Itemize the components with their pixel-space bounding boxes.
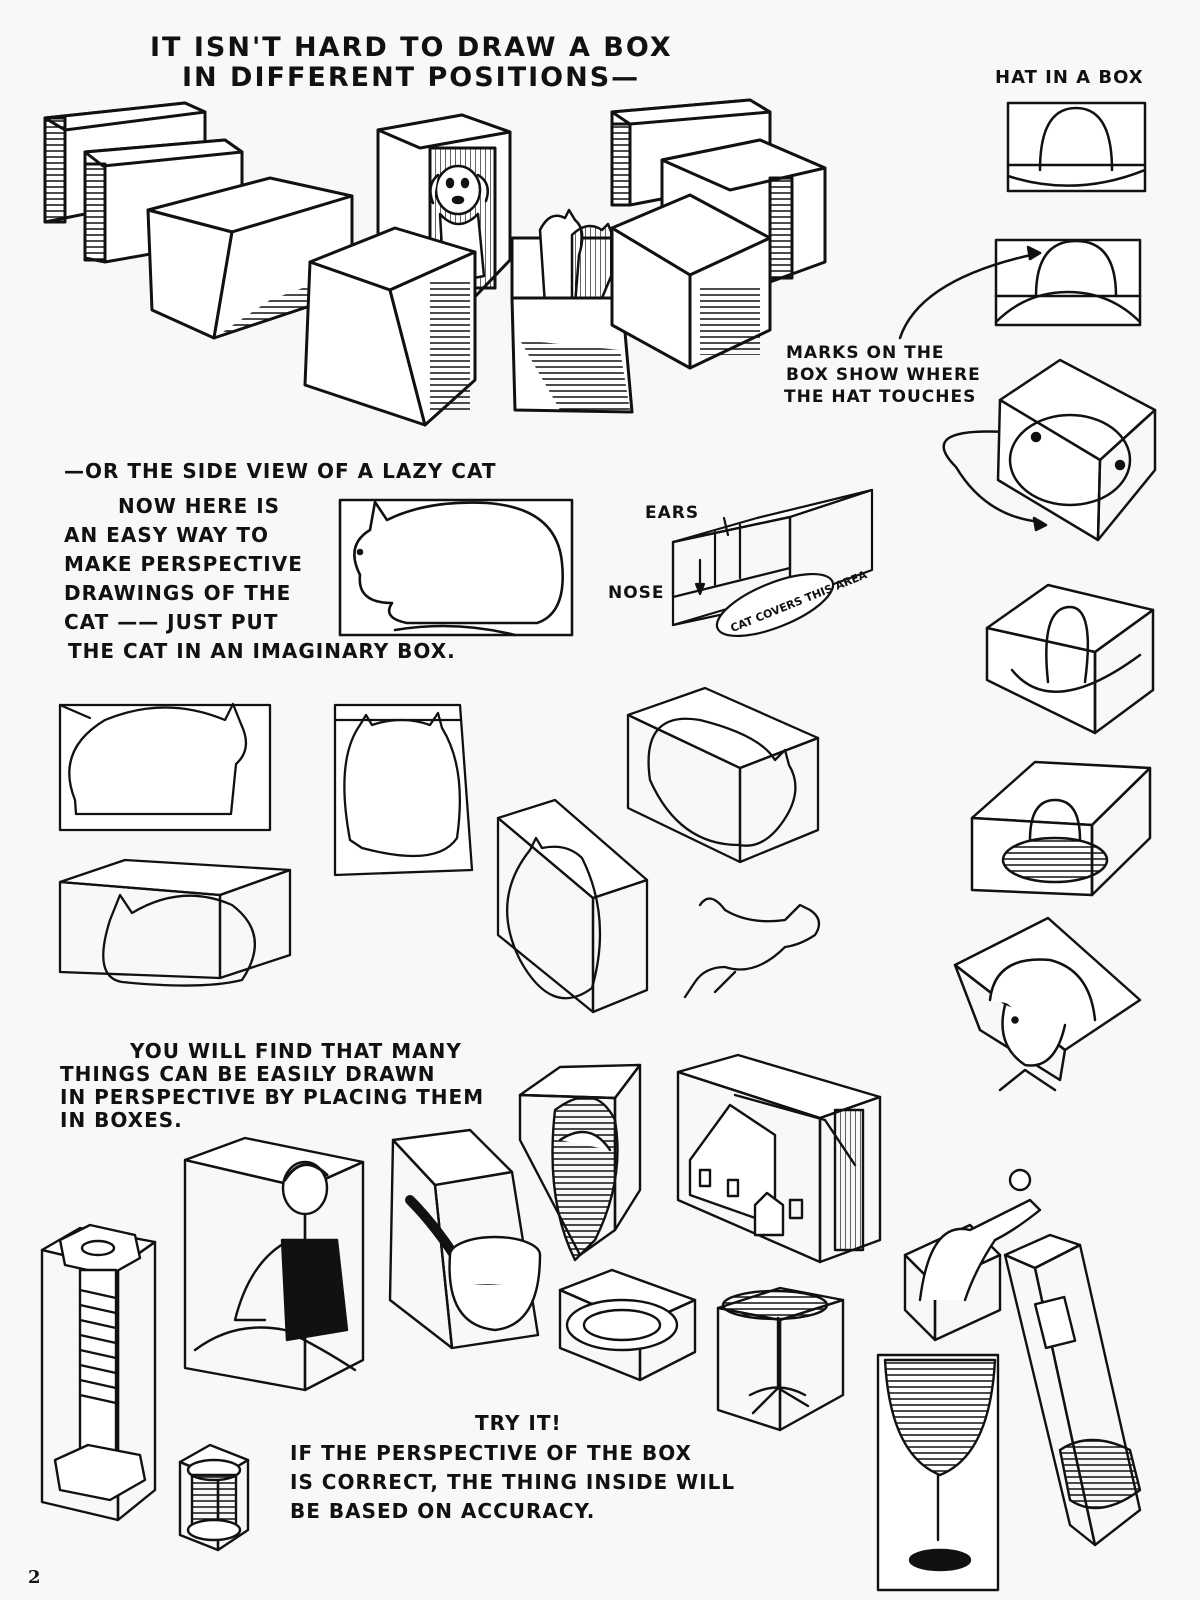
- jumping-cat: [683, 897, 821, 999]
- cat-paragraph-line-4: DRAWINGS OF THE: [64, 581, 292, 605]
- kittens-drawing: [538, 208, 618, 307]
- page-number: 2: [28, 1567, 41, 1588]
- cat-area-box: [671, 488, 874, 638]
- hat-marks-line-2: BOX SHOW WHERE: [786, 365, 981, 385]
- boxes-paragraph-line-1: YOU WILL FIND THAT MANY: [130, 1039, 462, 1063]
- cat-paragraph-line-2: AN EASY WAY TO: [64, 523, 269, 547]
- cat-side-view: [338, 498, 574, 637]
- page-title-line-1: IT ISN'T HARD TO DRAW A BOX: [150, 32, 673, 63]
- cat-paragraph-line-3: MAKE PERSPECTIVE: [64, 552, 303, 576]
- hat-heading: HAT IN A BOX: [995, 67, 1144, 88]
- box-group-top: [43, 98, 827, 427]
- page-title-line-2: IN DIFFERENT POSITIONS—: [182, 62, 641, 93]
- hat-marks-line-1: MARKS ON THE: [786, 343, 945, 363]
- conclusion-line-3: BE BASED ON ACCURACY.: [290, 1499, 596, 1523]
- ears-label: EARS: [645, 503, 700, 523]
- hat-marks-line-3: THE HAT TOUCHES: [784, 387, 977, 407]
- bolt-drawing: [53, 1223, 147, 1502]
- cat-side-view-caption: —OR THE SIDE VIEW OF A LAZY CAT: [64, 459, 497, 483]
- cat-paragraph-line-1: NOW HERE IS: [118, 494, 281, 518]
- nose-label: NOSE: [608, 583, 665, 603]
- hat-boxes: [898, 101, 1157, 1092]
- boxes-paragraph-line-4: IN BOXES.: [60, 1108, 183, 1132]
- try-it-label: TRY IT!: [475, 1411, 562, 1435]
- woman-drawing: [193, 1160, 357, 1372]
- conclusion-line-1: IF THE PERSPECTIVE OF THE BOX: [290, 1441, 692, 1465]
- conclusion-line-2: IS CORRECT, THE THING INSIDE WILL: [290, 1470, 736, 1494]
- cats-in-boxes: [58, 686, 821, 1014]
- cat-paragraph-line-6: THE CAT IN AN IMAGINARY BOX.: [68, 639, 456, 663]
- objects-in-boxes: [40, 1053, 1142, 1592]
- cat-paragraph-line-5: CAT —— JUST PUT: [64, 610, 279, 634]
- house-drawing: [688, 1093, 865, 1252]
- boxes-paragraph-line-2: THINGS CAN BE EASILY DRAWN: [60, 1062, 436, 1086]
- boxes-paragraph-line-3: IN PERSPECTIVE BY PLACING THEM: [60, 1085, 485, 1109]
- pipe-drawing: [405, 1195, 542, 1332]
